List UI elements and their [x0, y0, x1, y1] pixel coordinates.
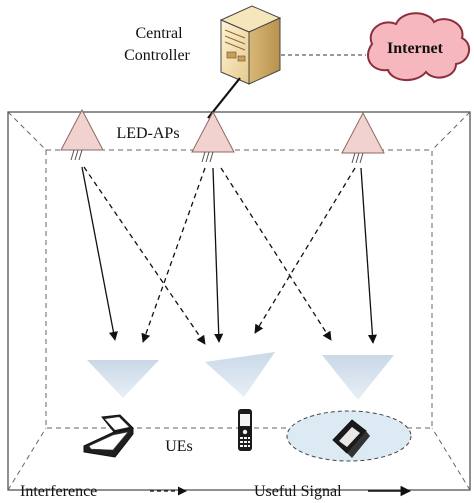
- interference-arrows: [83, 166, 356, 345]
- controller-ap-link: [207, 77, 241, 119]
- server-icon: [219, 5, 282, 85]
- led-aps-label: LED-APs: [116, 125, 179, 142]
- flip-phone-icon: [332, 419, 370, 458]
- useful-signal-arrows: [81, 166, 377, 344]
- legend-interference-label: Interference: [20, 483, 97, 500]
- mobile-phone-icon: [238, 409, 252, 451]
- led-ap-center-icon: [191, 110, 235, 163]
- controller-label-line2: Controller: [124, 47, 190, 64]
- legend-useful-signal-label: Useful Signal: [254, 483, 342, 500]
- led-ap-right-icon: [341, 111, 385, 164]
- internet-label: Internet: [387, 40, 444, 57]
- led-ap-left-icon: [60, 108, 104, 161]
- ues-label: UEs: [165, 438, 193, 455]
- light-beams: [87, 352, 394, 400]
- controller-label-line1: Central: [135, 25, 183, 42]
- laptop-icon: [83, 414, 135, 458]
- internet-cloud-icon: [367, 12, 471, 81]
